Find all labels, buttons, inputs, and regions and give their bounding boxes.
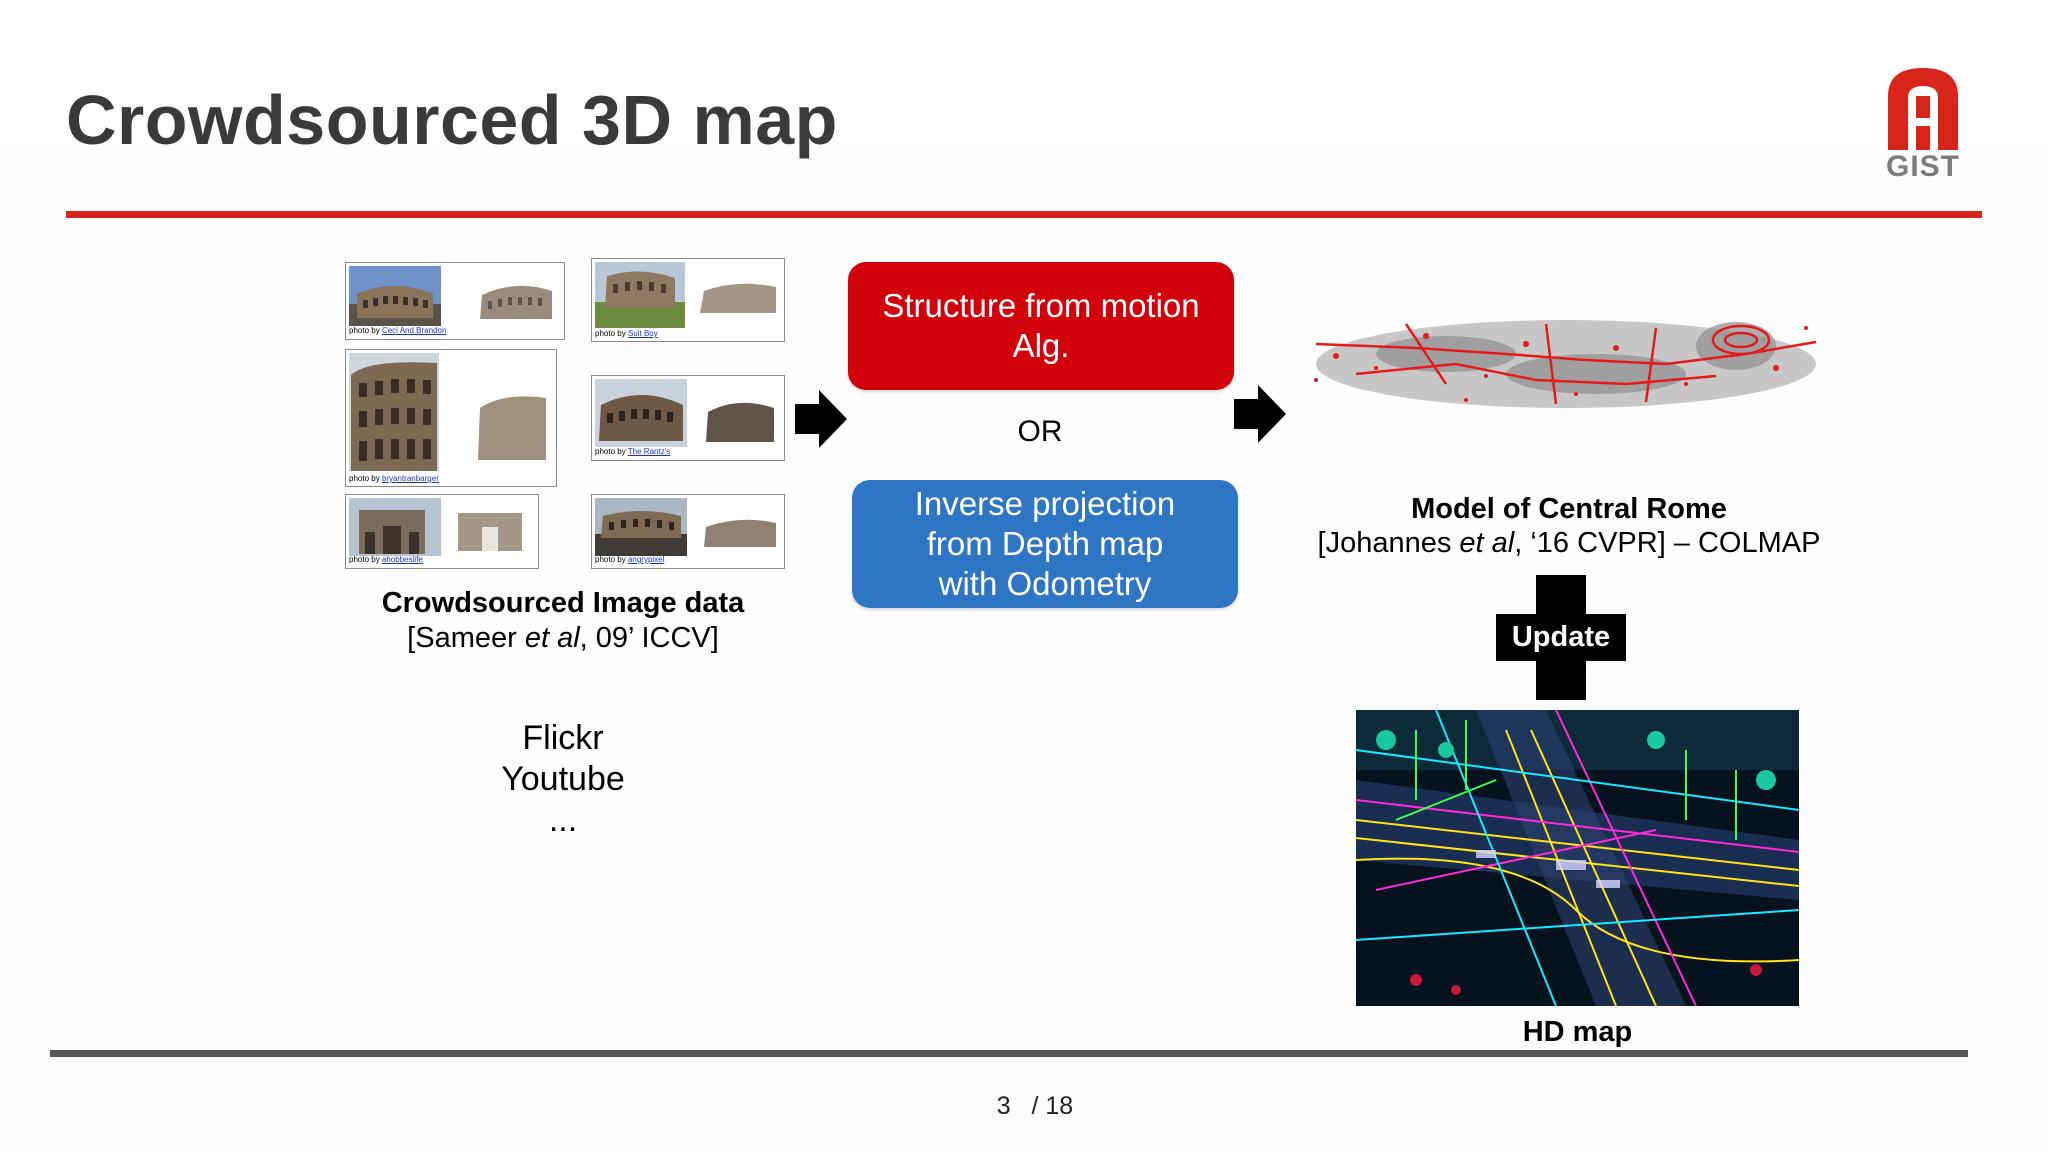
page-current: 3 bbox=[996, 1092, 1011, 1120]
rome-model-citation: [Johannes et al, ‘16 CVPR] – COLMAP bbox=[1317, 527, 1821, 559]
reconstruction-icon bbox=[706, 402, 774, 442]
thumbnail-3: photo by bryantranbarger bbox=[345, 349, 557, 487]
right-arrow-icon bbox=[795, 390, 847, 448]
reconstruction-icon bbox=[478, 396, 546, 460]
update-label: Update bbox=[1511, 621, 1611, 653]
structure-from-motion-box: Structure from motion Alg. bbox=[848, 262, 1234, 390]
thumbnail-caption: photo by The Rantz's bbox=[595, 447, 671, 456]
rome-model-title: Model of Central Rome bbox=[1411, 493, 1727, 525]
inverse-projection-box: Inverse projection from Depth map with O… bbox=[852, 480, 1238, 608]
colosseum-photo-icon bbox=[349, 266, 441, 326]
gist-logo-text: GIST bbox=[1885, 150, 1960, 183]
thumbnail-caption: photo by Suit Boy bbox=[595, 329, 658, 338]
reconstruction-icon bbox=[480, 285, 552, 319]
footer-divider bbox=[50, 1050, 1968, 1057]
page-number: 3 / 18 bbox=[960, 1092, 1110, 1121]
title-divider bbox=[66, 211, 1982, 218]
gist-logo-mark-icon bbox=[1888, 68, 1958, 150]
thumbnail-caption: photo by Ceci And Brandon bbox=[349, 326, 447, 335]
inv-line-1: Inverse projection bbox=[914, 485, 1176, 522]
inv-line-2: from Depth map bbox=[926, 525, 1164, 562]
arch-photo-icon bbox=[349, 498, 441, 556]
thumbnail-1: photo by Ceci And Brandon bbox=[345, 262, 565, 340]
sfm-line-2: Alg. bbox=[1012, 327, 1070, 364]
source-flickr: Flickr bbox=[522, 719, 604, 757]
colosseum-photo-icon bbox=[595, 262, 685, 328]
colosseum-photo-icon bbox=[595, 379, 687, 447]
page-total: / 18 bbox=[1031, 1092, 1074, 1120]
right-arrow-icon bbox=[1234, 385, 1286, 443]
thumbnail-6: photo by angrypixel bbox=[591, 494, 785, 569]
data-sources-list: Flickr Youtube ... bbox=[463, 718, 663, 841]
thumbnail-5: photo by ahobbeslife bbox=[345, 494, 539, 569]
thumbnail-caption: photo by bryantranbarger bbox=[349, 474, 439, 483]
inv-line-3: with Odometry bbox=[938, 565, 1152, 602]
rome-point-cloud-image bbox=[1314, 320, 1817, 408]
reconstruction-icon bbox=[458, 513, 522, 551]
update-cross-icon bbox=[1496, 575, 1626, 700]
reconstruction-icon bbox=[704, 519, 776, 547]
hd-map-image bbox=[1356, 710, 1799, 1006]
reconstruction-icon bbox=[700, 283, 776, 313]
colosseum-photo-icon bbox=[349, 353, 439, 471]
slide-title: Crowdsourced 3D map bbox=[66, 81, 838, 159]
sfm-line-1: Structure from motion bbox=[882, 287, 1200, 324]
source-more: ... bbox=[548, 801, 578, 839]
crowdsourced-data-citation: [Sameer et al, 09’ ICCV] bbox=[407, 622, 719, 654]
or-label: OR bbox=[1017, 415, 1063, 448]
colosseum-photo-icon bbox=[595, 498, 687, 556]
thumbnail-caption: photo by ahobbeslife bbox=[349, 555, 423, 564]
hd-map-label: HD map bbox=[1522, 1016, 1633, 1048]
crowdsourced-data-title: Crowdsourced Image data bbox=[381, 587, 745, 619]
thumbnail-caption: photo by angrypixel bbox=[595, 555, 665, 564]
thumbnail-4: photo by The Rantz's bbox=[591, 375, 785, 461]
thumbnail-2: photo by Suit Boy bbox=[591, 258, 785, 342]
gist-logo: GIST bbox=[1880, 66, 1966, 186]
source-youtube: Youtube bbox=[501, 760, 625, 798]
